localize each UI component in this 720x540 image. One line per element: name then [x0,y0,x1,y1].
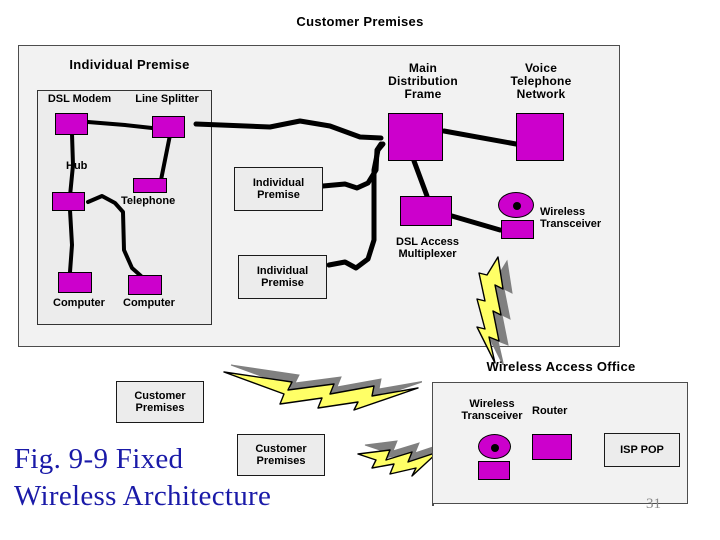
device-computer-1[interactable] [58,272,92,293]
label-telephone: Telephone [121,195,176,207]
individual-premise-box-2-label: Individual Premise [256,265,309,289]
individual-premise-box-1-label: Individual Premise [252,177,305,201]
lightning-bolt-horizontal-short [357,440,446,477]
device-voice-telephone-network[interactable] [516,113,564,161]
label-router: Router [532,405,568,417]
label-wireless-transceiver-office: Wireless Transceiver [461,398,523,422]
lightning-bolt-horizontal-long [223,364,422,411]
label-wireless-transceiver-central: Wireless Transceiver [540,206,602,230]
individual-premise-box-1[interactable]: Individual Premise [234,167,323,211]
figure-title: Fig. 9-9 Fixed Wireless Architecture [14,443,272,512]
page-number: 31 [646,496,661,512]
label-voice-telephone-network: Voice Telephone Network [510,61,572,101]
device-main-distribution-frame[interactable] [388,113,443,161]
customer-premises-box-2[interactable]: Customer Premises [237,434,325,476]
label-dsl-modem: DSL Modem [47,93,112,105]
individual-premise-title: Individual Premise [69,57,190,72]
label-computer-1: Computer [53,297,105,309]
lightning-bolt-vertical [476,256,513,365]
page-title: Customer Premises [296,14,424,29]
device-line-splitter[interactable] [152,116,185,138]
device-dsl-access-multiplexer[interactable] [400,196,452,226]
device-hub[interactable] [52,192,85,211]
device-computer-2[interactable] [128,275,162,295]
label-line-splitter: Line Splitter [135,93,199,105]
isp-pop-box[interactable]: ISP POP [604,433,680,467]
isp-pop-label: ISP POP [620,444,664,456]
device-dsl-modem[interactable] [55,113,88,135]
device-wireless-transceiver-office[interactable] [478,461,510,480]
wireless-access-office-title: Wireless Access Office [486,359,636,374]
dish-icon-central-office[interactable] [498,192,534,218]
device-wireless-transceiver-central[interactable] [501,220,534,239]
label-hub: Hub [66,160,88,172]
device-router[interactable] [532,434,572,460]
dish-icon-office[interactable] [478,434,511,459]
customer-premises-box-1[interactable]: Customer Premises [116,381,204,423]
label-computer-2: Computer [123,297,175,309]
individual-premise-box-2[interactable]: Individual Premise [238,255,327,299]
dish-center-dot [513,202,521,210]
customer-premises-box-2-label: Customer Premises [255,443,307,467]
label-main-distribution-frame: Main Distribution Frame [388,61,458,101]
dish-center-dot-office [491,444,499,452]
label-dsl-access-multiplexer: DSL Access Multiplexer [396,236,459,260]
spacer-4 [432,504,434,506]
device-telephone[interactable] [133,178,167,193]
customer-premises-box-1-label: Customer Premises [134,390,186,414]
